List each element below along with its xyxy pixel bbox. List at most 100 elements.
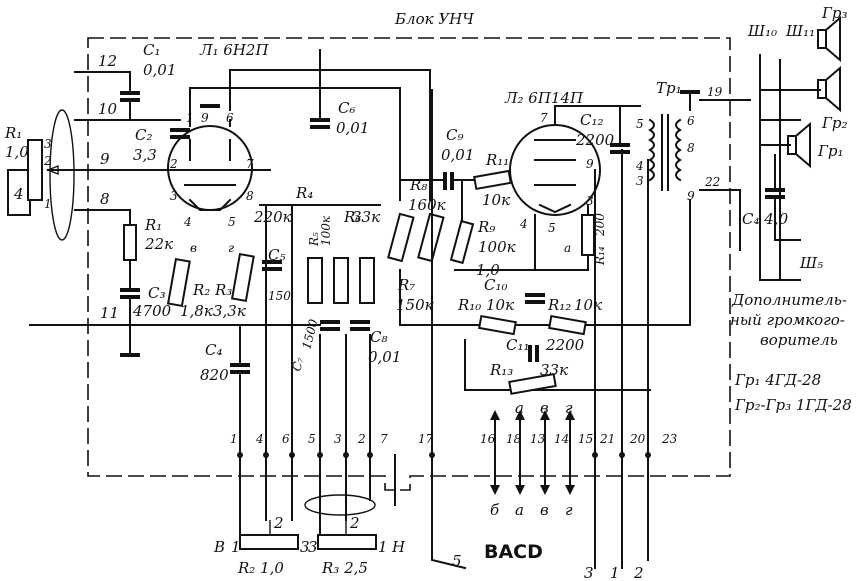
svg-text:22: 22 <box>704 175 720 189</box>
sh5-label: Ш₅ <box>799 254 823 272</box>
block-boundary <box>87 37 731 491</box>
svg-text:2: 2 <box>43 154 52 168</box>
svg-text:7: 7 <box>246 157 254 171</box>
svg-text:3: 3 <box>586 194 594 208</box>
r12-value: 10к <box>574 296 602 314</box>
svg-text:1: 1 <box>610 564 620 581</box>
svg-text:2: 2 <box>633 564 644 581</box>
svg-text:5: 5 <box>548 221 556 235</box>
svg-text:3: 3 <box>170 189 178 203</box>
svg-text:5: 5 <box>452 552 462 570</box>
c9-value: 0,01 <box>441 146 474 164</box>
arrow-v-top: в <box>540 399 549 417</box>
r5-label: R₅ <box>307 232 321 247</box>
block-title: Блок УНЧ <box>394 10 474 28</box>
r8-label: R₈ <box>409 176 427 194</box>
svg-text:14: 14 <box>554 432 569 446</box>
c4-value: 820 <box>200 366 229 384</box>
svg-text:16: 16 <box>480 432 496 446</box>
speaker-gr2 <box>817 65 841 113</box>
pin-10: 10 <box>98 100 118 118</box>
svg-text:2: 2 <box>349 514 360 532</box>
svg-text:5: 5 <box>636 117 644 131</box>
arrow-a-top: а <box>515 399 524 417</box>
c4b-label: C₄ 4,0 <box>742 210 789 228</box>
label-b: В <box>213 538 225 556</box>
signal-arrows <box>490 410 575 495</box>
r7-label: R₇ <box>397 276 415 294</box>
c3-label: C₃ <box>148 284 166 302</box>
r3-pot <box>317 534 377 550</box>
speaker-gr1 <box>787 121 811 169</box>
r1b-resistor <box>123 224 137 261</box>
c4-label: C₄ <box>205 341 223 359</box>
r2-resistor <box>166 257 191 308</box>
tube2-label: Л₂ 6П14П <box>504 89 584 107</box>
r3-value: 3,3к <box>213 302 246 320</box>
svg-text:17: 17 <box>418 432 434 446</box>
r12-label: R₁₂ <box>547 296 571 314</box>
c12-label: C₁₂ <box>580 111 604 129</box>
r6-resistor <box>359 257 375 304</box>
r1b-label: R₁ <box>144 216 162 234</box>
c7-label: C₇ <box>289 355 306 372</box>
svg-text:6: 6 <box>226 111 234 125</box>
svg-text:21: 21 <box>599 432 615 446</box>
c6-value: 0,01 <box>336 119 369 137</box>
svg-text:4: 4 <box>635 159 644 173</box>
tr1-label: Тр₁ <box>656 79 682 97</box>
r7-resistor <box>387 212 415 263</box>
r1-pot <box>27 139 43 201</box>
c12-value: 2200 <box>575 131 615 149</box>
r10-label: R₁₀ <box>457 296 481 314</box>
r11-resistor <box>473 169 512 191</box>
legend-1: Гр₁ 4ГД-28 <box>734 371 821 389</box>
r1b-value: 22к <box>144 235 173 253</box>
r7-value: 150к <box>396 296 434 314</box>
r13-value: 33к <box>540 361 568 379</box>
svg-text:15: 15 <box>578 432 593 446</box>
svg-text:6: 6 <box>282 432 290 446</box>
r8-resistor <box>417 212 445 263</box>
c6-label: C₆ <box>338 99 356 117</box>
r3-resistor <box>230 252 255 303</box>
arrow-a-label: а <box>515 501 524 519</box>
svg-text:3: 3 <box>334 432 342 446</box>
tube-l1 <box>167 125 253 211</box>
r2-pot-label: R₂ 1,0 <box>237 559 284 577</box>
svg-text:в: в <box>190 241 197 255</box>
pin-12: 12 <box>98 52 117 70</box>
svg-text:1: 1 <box>378 538 388 556</box>
r3-label: R₃ <box>214 281 232 299</box>
r4-resistor <box>307 257 323 304</box>
r11-label: R₁₁ <box>485 151 509 169</box>
r2-label: R₂ <box>192 281 210 299</box>
svg-text:4: 4 <box>13 185 24 203</box>
svg-text:7: 7 <box>540 111 548 125</box>
c2-label: C₂ <box>135 126 153 144</box>
svg-text:3: 3 <box>44 137 52 151</box>
extra-speaker-label-1: Дополнитель- <box>731 291 847 309</box>
arrow-g-top: г <box>565 399 573 417</box>
svg-text:23: 23 <box>661 432 678 446</box>
speaker-gr3 <box>817 15 841 63</box>
r3-pot-label: R₃ 2,5 <box>321 559 368 577</box>
svg-text:4: 4 <box>183 215 192 229</box>
r13-label: R₁₃ <box>489 361 513 379</box>
c11-label: C₁₁ <box>506 336 530 354</box>
gr2-label: Гр₂ <box>821 114 848 132</box>
svg-text:1: 1 <box>44 197 52 211</box>
svg-text:1: 1 <box>230 432 238 446</box>
svg-text:8: 8 <box>246 189 254 203</box>
svg-text:9: 9 <box>586 157 594 171</box>
shield-loop <box>49 109 75 241</box>
svg-text:6: 6 <box>687 114 695 128</box>
r1-value: 1,0 <box>5 143 29 161</box>
c8-label: C₈ <box>370 328 388 346</box>
r14-label: R₁₄ <box>593 246 607 266</box>
svg-text:9: 9 <box>201 111 209 125</box>
svg-text:4: 4 <box>255 432 264 446</box>
r11-value: 10к <box>482 191 510 209</box>
r5-value: 100к <box>319 215 333 246</box>
